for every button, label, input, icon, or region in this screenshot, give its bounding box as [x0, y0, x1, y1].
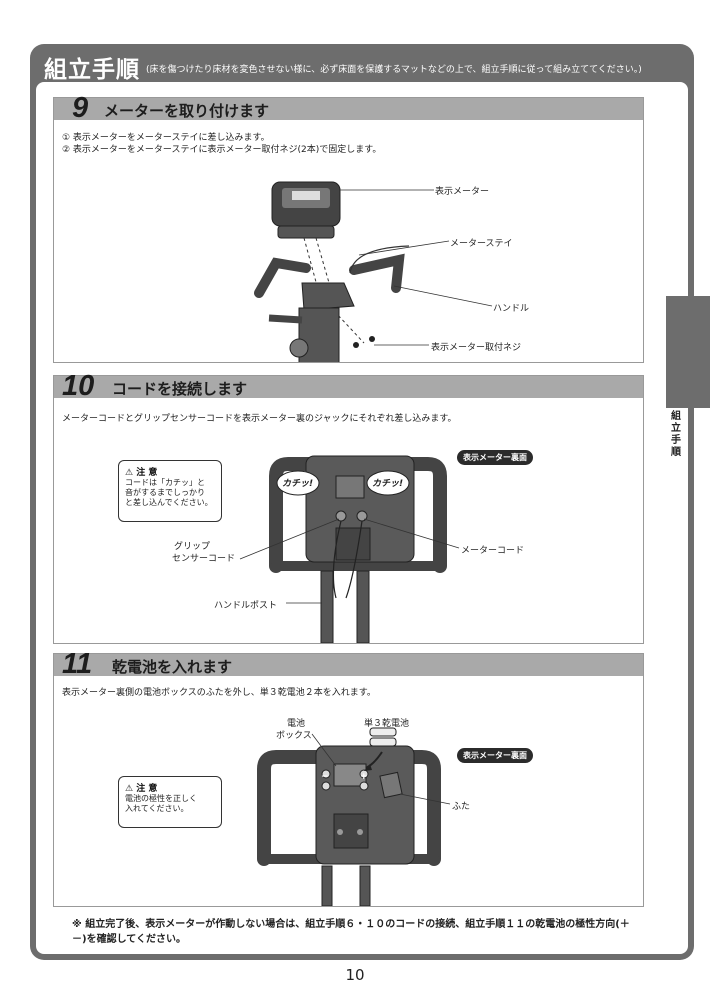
instruction-line: 表示メーター裏側の電池ボックスのふたを外し、単３乾電池２本を入れます。	[62, 688, 376, 698]
page-subtitle: (床を傷つけたり床材を変色させない様に、必ず床面を保護するマットなどの上で、組立…	[146, 65, 642, 75]
caution-text: 電池の極性を正しく 入れてください。	[125, 794, 197, 813]
polarity-plus: +	[360, 772, 368, 782]
caution-box: ⚠ 注 意 電池の極性を正しく 入れてください。	[118, 776, 222, 828]
callout-sensor-cord: センサーコード	[172, 554, 236, 564]
cable-connection-illustration	[239, 455, 460, 643]
warning-icon: ⚠	[125, 468, 134, 478]
footer-note: ※ 組立完了後、表示メーターが作動しない場合は、組立手順６・１０のコードの接続、…	[72, 919, 630, 945]
callout-meter-stay: メーターステイ	[450, 239, 513, 249]
callout-display-meter: 表示メーター	[435, 187, 490, 197]
page-number: 10	[345, 966, 365, 984]
section-header: 10 コードを接続します	[54, 370, 643, 402]
meter-back-badge: 表示メーター裏面	[457, 450, 533, 465]
instruction-line: メーターコードとグリップセンサーコードを表示メーター裏のジャックにそれぞれ差し込…	[62, 414, 457, 424]
caution-title: 注 意	[136, 468, 158, 478]
click-sound-right: カチッ!	[372, 479, 404, 489]
side-tab-label: 組立手順	[671, 411, 681, 458]
section-header: 11 乾電池を入れます	[54, 648, 643, 680]
step-title: メーターを取り付けます	[104, 102, 270, 120]
warning-icon: ⚠	[125, 784, 134, 794]
section-step-10: 10 コードを接続します メーターコードとグリップセンサーコードを表示メーター裏…	[53, 370, 644, 644]
caution-title: 注 意	[136, 784, 158, 794]
aa-batteries-drawing	[369, 727, 397, 747]
step-number: 11	[62, 648, 93, 680]
page-title: 組立手順	[44, 57, 140, 83]
caution-text: コードは「カチッ」と 音がするまでしっかり と差し込んでください。	[125, 478, 213, 507]
handlebar-drawing	[254, 253, 405, 298]
callout-lid: ふた	[452, 802, 471, 812]
click-sound-left: カチッ!	[282, 479, 314, 489]
callout-aa-battery: 単３乾電池	[364, 719, 410, 729]
meter-back-badge: 表示メーター裏面	[457, 748, 533, 763]
callout-handle: ハンドル	[493, 304, 530, 314]
instruction-line: ② 表示メーターをメーターステイに表示メーター取付ネジ(2本)で固定します。	[62, 145, 382, 155]
section-step-11: 11 乾電池を入れます 表示メーター裏側の電池ボックスのふたを外し、単３乾電池２…	[53, 648, 644, 907]
instruction-line: ① 表示メーターをメーターステイに差し込みます。	[62, 133, 270, 143]
battery-illustration	[257, 727, 451, 906]
callout-grip: グリップ	[174, 542, 211, 552]
step-number: 10	[62, 370, 95, 402]
step-title: 乾電池を入れます	[112, 658, 233, 676]
step-number: 9	[72, 92, 89, 124]
side-tab	[666, 296, 710, 408]
step-title: コードを接続します	[112, 380, 248, 398]
callout-handle-post: ハンドルポスト	[214, 601, 278, 611]
callout-box: ボックス	[276, 731, 312, 741]
callout-meter-screw: 表示メーター取付ネジ	[431, 343, 522, 353]
meter-mounting-illustration	[254, 181, 493, 362]
display-meter-drawing	[271, 181, 341, 239]
callout-meter-cord: メーターコード	[461, 546, 525, 556]
section-header: 9 メーターを取り付けます	[54, 92, 643, 124]
callout-battery: 電池	[287, 719, 306, 729]
polarity-minus: −	[321, 772, 329, 782]
section-step-9: 9 メーターを取り付けます ① 表示メーターをメーターステイに差し込みます。 ②…	[53, 92, 644, 363]
caution-box: ⚠ 注 意 コードは「カチッ」と 音がするまでしっかり と差し込んでください。	[118, 460, 222, 522]
